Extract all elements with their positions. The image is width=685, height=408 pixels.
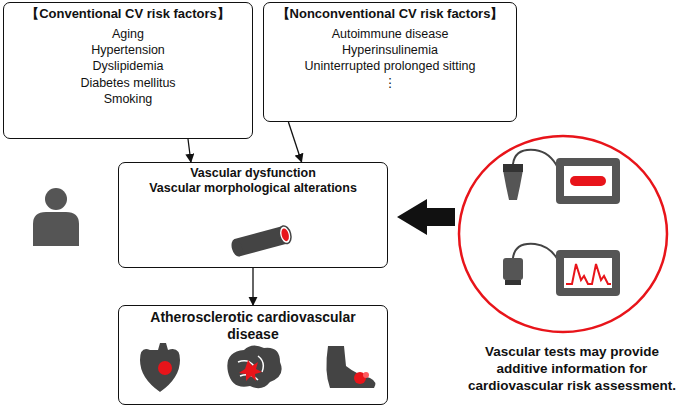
- node-text: Vascular dysfunction: [125, 166, 381, 181]
- risk-item: Diabetes mellitus: [10, 76, 246, 91]
- arrow-connector: [288, 122, 301, 162]
- heading: 【Conventional CV risk factors】: [10, 6, 246, 22]
- risk-factor-box: 【Conventional CV risk factors】 AgingHyper…: [3, 2, 253, 139]
- node-text: Vascular morphological alterations: [125, 181, 381, 196]
- brain-icon: [227, 345, 281, 388]
- disease-box: Atherosclerotic cardiovascular disease: [118, 305, 388, 405]
- risk-factor-box: 【Nonconventional CV risk factors】 Autoimm…: [263, 2, 517, 122]
- risk-item: Hypertension: [10, 43, 246, 58]
- risk-item: Aging: [10, 27, 246, 42]
- heading: 【Nonconventional CV risk factors】: [270, 6, 510, 22]
- vessel-icon: [230, 225, 293, 258]
- ultrasound-device: [503, 150, 620, 204]
- node-title: Atherosclerotic cardiovascular disease: [125, 309, 381, 343]
- risk-item: Uninterrupted prolonged sitting: [270, 59, 510, 74]
- big-arrow: [397, 199, 455, 235]
- test-circle: [459, 136, 667, 332]
- waveform-device: [503, 244, 620, 296]
- risk-item: Hyperinsulinemia: [270, 43, 510, 58]
- risk-item: ⋮: [270, 76, 510, 91]
- risk-item: Smoking: [10, 92, 246, 107]
- risk-item: Dyslipidemia: [10, 59, 246, 74]
- risk-item: Autoimmune disease: [270, 27, 510, 42]
- note-text: Vascular tests may provide additive info…: [464, 344, 680, 395]
- arrow-connector: [252, 268, 253, 305]
- foot-icon: [326, 346, 375, 388]
- vascular-box: Vascular dysfunctionVascular morphologic…: [118, 162, 388, 268]
- heart-icon: [140, 343, 180, 392]
- arrow-connector: [188, 139, 191, 162]
- person-icon: [33, 188, 79, 246]
